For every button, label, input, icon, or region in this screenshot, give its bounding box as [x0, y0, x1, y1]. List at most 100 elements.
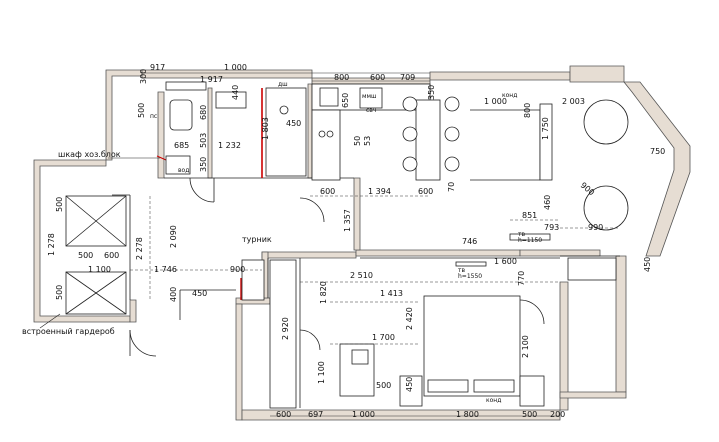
dim-bath-1803: 1 803 — [261, 117, 270, 140]
label-sink: пс — [150, 113, 157, 120]
dim-bottom-500: 500 — [522, 410, 537, 419]
dim-kitchen-600a: 600 — [320, 187, 335, 196]
kitchen — [311, 83, 460, 181]
bedroom-dimensions: 2 510 1 413 1 820 2 420 1 700 2 100 1 10… — [281, 271, 530, 392]
pillow-2 — [473, 379, 515, 393]
chair-5 — [444, 126, 460, 142]
bathroom — [165, 81, 307, 177]
dim-living-793: 793 — [544, 223, 559, 232]
water-heater — [165, 155, 191, 175]
dim-bed-1700: 1 700 — [372, 333, 395, 342]
dim-hall-900: 900 — [230, 265, 245, 274]
dim-left-300: 300 — [139, 69, 148, 84]
chair-3 — [402, 156, 418, 172]
dim-hall-2090: 2 090 — [169, 225, 178, 248]
label-dishwasher: ммш — [362, 93, 377, 100]
dim-bath-650: 650 — [341, 93, 350, 108]
bathroom-dimensions: 685 1 232 1 803 680 503 350 450 500 650 … — [137, 85, 456, 192]
label-cabinet-block: шкаф хоз.блок — [58, 150, 121, 159]
label-tv2-a: тв — [458, 267, 465, 274]
dim-bed-1820: 1 820 — [319, 281, 328, 304]
dim-hall-450: 450 — [192, 289, 207, 298]
dim-living-770: 770 — [517, 271, 526, 286]
dim-top-1000: 1 000 — [224, 63, 247, 72]
dishwasher-box — [359, 87, 383, 109]
dim-hall-1100: 1 100 — [88, 265, 111, 274]
dim-top-600: 600 — [370, 73, 385, 82]
dim-bottom-200: 200 — [550, 410, 565, 419]
dim-top-709: 709 — [400, 73, 415, 82]
dim-bed-450: 450 — [405, 377, 414, 392]
dim-bath-1232: 1 232 — [218, 141, 241, 150]
radiator-box — [567, 257, 617, 281]
hob-ring-2 — [326, 130, 334, 138]
dim-kitchen-800: 800 — [523, 103, 532, 118]
dim-bath-50: 50 — [353, 136, 362, 146]
top-dimensions: 917 1 000 800 600 709 1 917 440 — [150, 63, 415, 100]
dim-bath-350: 350 — [199, 157, 208, 172]
dim-hall-500b: 500 — [55, 197, 64, 212]
walls — [33, 65, 691, 421]
shower-tray — [265, 87, 307, 177]
dim-bath-680: 680 — [199, 105, 208, 120]
tv-bedroom — [455, 261, 487, 267]
hall-dimensions: 2 090 1 746 900 400 450 2 278 1 278 600 … — [47, 197, 245, 302]
dim-bath-70: 70 — [447, 182, 456, 192]
dim-hall-400: 400 — [169, 287, 178, 302]
dim-hall-1278: 1 278 — [47, 233, 56, 256]
dim-bed-2420: 2 420 — [405, 307, 414, 330]
bedroom-wardrobe — [269, 259, 297, 409]
dim-top-440: 440 — [231, 85, 240, 100]
dim-living-450: 450 — [643, 257, 652, 272]
label-wardrobe: встроенный гардероб — [22, 327, 115, 336]
dim-bath-685: 685 — [174, 141, 189, 150]
drain — [279, 105, 289, 115]
chair-1 — [402, 96, 418, 112]
label-water-heater: вод — [178, 167, 189, 174]
sink-unit — [215, 91, 247, 109]
nightstand-2 — [519, 375, 545, 407]
bedroom — [269, 259, 545, 409]
hob-ring-1 — [318, 130, 326, 138]
dim-kitchen-600b: 600 — [418, 187, 433, 196]
wardrobe-leader — [39, 313, 61, 329]
dim-top-1917: 1 917 — [200, 75, 223, 84]
dim-bottom-697: 697 — [308, 410, 323, 419]
dim-bed-2100: 2 100 — [521, 335, 530, 358]
living — [509, 99, 629, 281]
red-marker-left — [156, 155, 167, 161]
bed — [423, 295, 521, 397]
dim-living-851: 851 — [522, 211, 537, 220]
dim-bath-53: 53 — [363, 136, 372, 146]
round-table-2 — [583, 185, 629, 231]
hall-closet — [241, 259, 265, 301]
dim-bath-500: 500 — [137, 103, 146, 118]
dim-living-746: 746 — [462, 237, 477, 246]
chair-6 — [444, 156, 460, 172]
dim-hall-500a: 500 — [78, 251, 93, 260]
sofa — [539, 103, 553, 181]
sink — [319, 87, 339, 107]
dim-bed-500: 500 — [376, 381, 391, 390]
dim-living-750: 750 — [650, 147, 665, 156]
dim-bottom-600: 600 — [276, 410, 291, 419]
dim-hall-1746: 1 746 — [154, 265, 177, 274]
dim-top-800: 800 — [334, 73, 349, 82]
living-dimensions: 900 460 851 793 990 750 746 1 600 770 45… — [462, 147, 665, 286]
kitchen-dimensions: 1 000 2 003 800 1 750 600 1 394 600 1 35… — [320, 97, 585, 232]
dim-bath-350b: 350 — [427, 85, 436, 100]
dim-hall-2278: 2 278 — [135, 237, 144, 260]
dim-bottom-1000: 1 000 — [352, 410, 375, 419]
desk-chair — [351, 349, 369, 365]
toilet — [169, 99, 193, 131]
label-shower: дш — [278, 81, 288, 88]
dim-kitchen-1394: 1 394 — [368, 187, 391, 196]
chair-2 — [402, 126, 418, 142]
dimension-lines — [130, 72, 620, 417]
dim-hall-600: 600 — [104, 251, 119, 260]
dim-living-460: 460 — [543, 195, 552, 210]
label-tv2-b: h=1550 — [458, 273, 482, 280]
dim-living-990: 990 — [588, 223, 603, 232]
doors — [129, 177, 545, 357]
